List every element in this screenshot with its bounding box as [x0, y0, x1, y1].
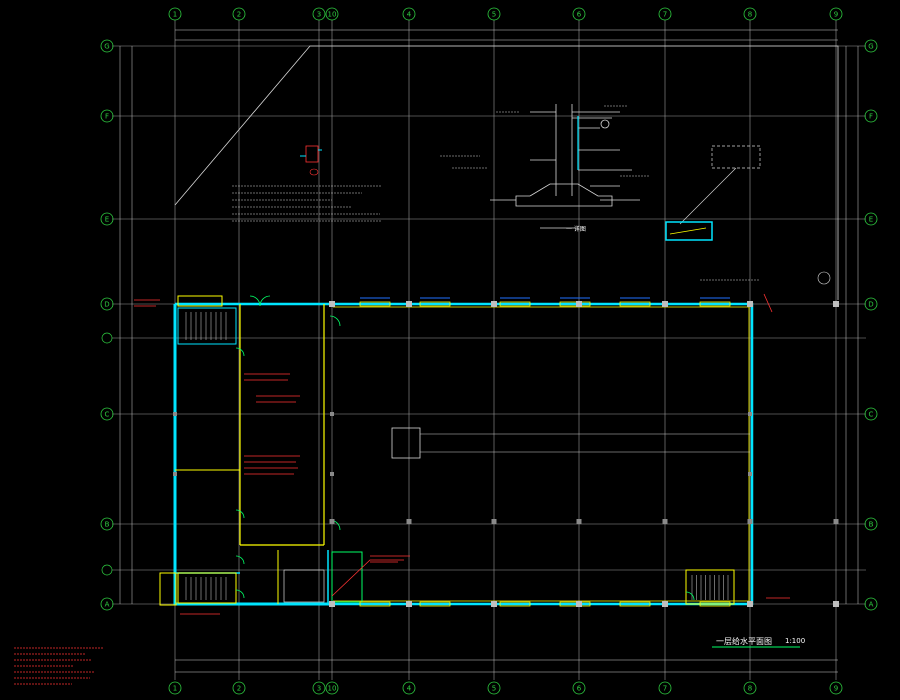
sub-axis-bubble: [101, 332, 113, 344]
svg-text:2: 2: [237, 11, 241, 19]
drawing-scale: 1:100: [785, 637, 806, 645]
svg-text:10: 10: [328, 685, 337, 693]
dimension-lines: [119, 29, 859, 673]
axis-bubble-8-bottom: 8: [743, 681, 757, 695]
axis-bubble-7-bottom: 7: [658, 681, 672, 695]
axis-bubble-2-top: 2: [232, 7, 246, 21]
svg-text:E: E: [869, 216, 873, 224]
design-notes-red: [14, 647, 104, 685]
axis-bubble-A-right: A: [864, 597, 878, 611]
axis-bubble-A-left: A: [100, 597, 114, 611]
axis-bubble-1-bottom: 1: [168, 681, 182, 695]
svg-text:4: 4: [407, 685, 412, 693]
axis-bubble-E-left: E: [100, 212, 114, 226]
axis-bubble-5-bottom: 5: [487, 681, 501, 695]
door-swings: [235, 295, 695, 601]
axis-bubble-10-top: 10: [325, 7, 339, 21]
axis-bubble-E-right: E: [864, 212, 878, 226]
svg-text:A: A: [869, 601, 874, 609]
svg-text:8: 8: [748, 11, 752, 19]
svg-text:10: 10: [328, 11, 337, 19]
axis-bubble-B-right: B: [864, 517, 878, 531]
axis-bubble-D-left: D: [100, 297, 114, 311]
svg-text:D: D: [868, 301, 873, 309]
svg-text:B: B: [869, 521, 874, 529]
svg-text:4: 4: [407, 11, 412, 19]
axis-bubble-6-top: 6: [572, 7, 586, 21]
svg-text:G: G: [104, 43, 109, 51]
svg-text:6: 6: [577, 11, 582, 19]
axis-bubble-C-right: C: [864, 407, 878, 421]
general-notes: [232, 105, 760, 281]
axis-bubble-8-top: 8: [743, 7, 757, 21]
svg-text:A: A: [105, 601, 110, 609]
svg-text:5: 5: [492, 685, 496, 693]
valve-symbol: [300, 145, 322, 176]
svg-text:3: 3: [317, 685, 321, 693]
svg-text:B: B: [105, 521, 110, 529]
detail-title: 一 详图: [566, 226, 586, 233]
svg-text:C: C: [105, 411, 110, 419]
axis-bubble-3-bottom: 3: [312, 681, 326, 695]
svg-text:6: 6: [577, 685, 582, 693]
svg-text:D: D: [104, 301, 109, 309]
svg-text:7: 7: [663, 685, 667, 693]
axis-bubble-F-right: F: [864, 109, 878, 123]
axis-bubble-C-left: C: [100, 407, 114, 421]
axis-bubble-G-left: G: [100, 39, 114, 53]
axis-bubble-7-top: 7: [658, 7, 672, 21]
building-walls: [159, 295, 754, 606]
svg-text:7: 7: [663, 11, 667, 19]
axis-bubble-4-top: 4: [402, 7, 416, 21]
svg-text:E: E: [105, 216, 109, 224]
pipe-section-detail: [490, 104, 640, 229]
stair-treads: [185, 312, 729, 600]
axis-bubble-G-right: G: [864, 39, 878, 53]
axis-bubble-9-top: 9: [829, 7, 843, 21]
roof-outline: [174, 45, 839, 300]
axis-bubble-D-right: D: [864, 297, 878, 311]
axis-bubble-4-bottom: 4: [402, 681, 416, 695]
axis-bubble-5-top: 5: [487, 7, 501, 21]
axis-bubble-F-left: F: [100, 109, 114, 123]
axis-bubble-B-left: B: [100, 517, 114, 531]
window-markers: [173, 297, 839, 607]
svg-text:G: G: [868, 43, 873, 51]
equipment-box: [665, 145, 831, 285]
drawing-title: 一层给水平面图: [716, 637, 772, 646]
water-pipe-annotations: [134, 293, 790, 615]
axis-bubble-9-bottom: 9: [829, 681, 843, 695]
svg-text:3: 3: [317, 11, 321, 19]
axis-bubble-6-bottom: 6: [572, 681, 586, 695]
svg-text:2: 2: [237, 685, 241, 693]
axis-bubble-10-bottom: 10: [325, 681, 339, 695]
svg-text:1: 1: [173, 685, 177, 693]
axis-bubble-3-top: 3: [312, 7, 326, 21]
axis-bubble-1-top: 1: [168, 7, 182, 21]
svg-text:5: 5: [492, 11, 496, 19]
svg-text:C: C: [869, 411, 874, 419]
svg-text:9: 9: [834, 685, 838, 693]
svg-text:9: 9: [834, 11, 838, 19]
sub-axis-bubble: [101, 564, 113, 576]
svg-text:F: F: [105, 113, 109, 121]
svg-text:1: 1: [173, 11, 177, 19]
axis-bubble-2-bottom: 2: [232, 681, 246, 695]
svg-text:F: F: [869, 113, 873, 121]
svg-text:8: 8: [748, 685, 752, 693]
